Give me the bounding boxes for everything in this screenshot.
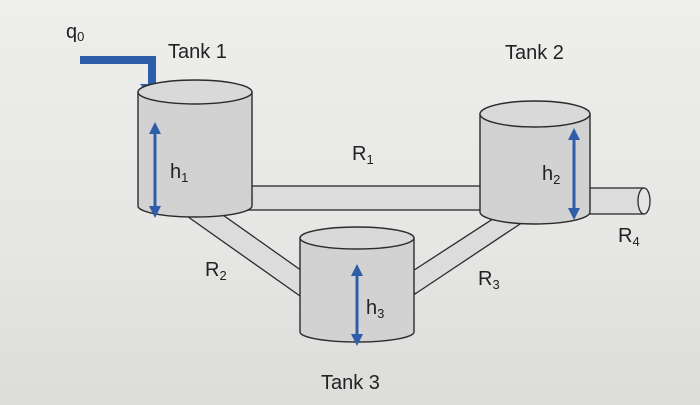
- tank-2-label: Tank 2: [505, 42, 564, 64]
- h3-label: h3: [366, 297, 384, 321]
- tank-1-label: Tank 1: [168, 41, 227, 63]
- pipe-r4: [587, 187, 651, 215]
- tank-3: [299, 226, 415, 346]
- tank-3-label: Tank 3: [321, 372, 380, 394]
- h1-label: h1: [170, 161, 188, 185]
- r1-label: R1: [352, 143, 374, 167]
- pipe-r1: [239, 185, 486, 211]
- r3-label: R3: [478, 268, 500, 292]
- tank-2: [479, 100, 591, 225]
- r2-label: R2: [205, 259, 227, 283]
- r4-label: R4: [618, 225, 640, 249]
- tank-1: [137, 79, 253, 218]
- inflow-label: q0: [66, 21, 84, 44]
- h2-label: h2: [542, 163, 560, 187]
